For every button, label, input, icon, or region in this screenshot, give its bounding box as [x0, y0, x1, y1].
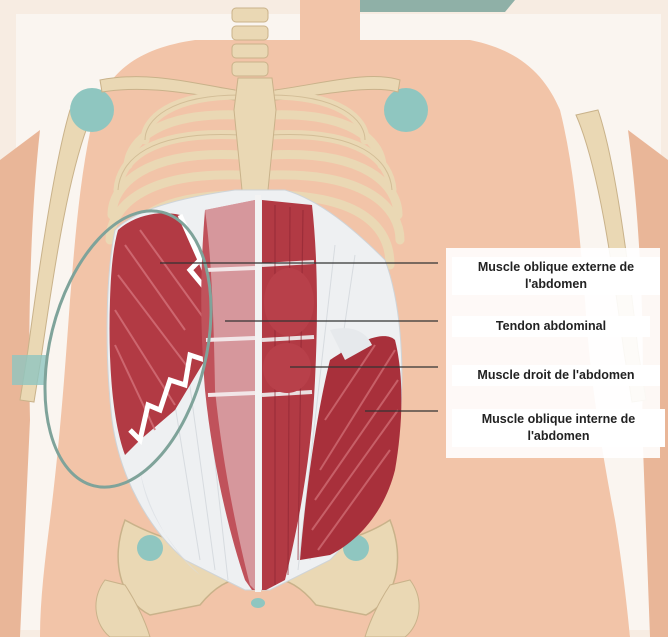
label-abdominal-tendon: Tendon abdominal	[452, 316, 650, 337]
label-internal-oblique: Muscle oblique interne de l'abdomen	[452, 409, 665, 447]
rectus-segment-3	[263, 343, 311, 393]
right-shoulder-joint	[384, 88, 428, 132]
left-elbow	[12, 355, 46, 385]
label-rectus-abdominis: Muscle droit de l'abdomen	[452, 365, 660, 386]
rectus-segment-2	[264, 268, 314, 336]
left-hip-joint	[137, 535, 163, 561]
left-shoulder-joint	[70, 88, 114, 132]
label-external-oblique: Muscle oblique externe de l'abdomen	[452, 257, 660, 295]
pubic-symphysis	[251, 598, 265, 608]
sternum	[234, 78, 276, 190]
